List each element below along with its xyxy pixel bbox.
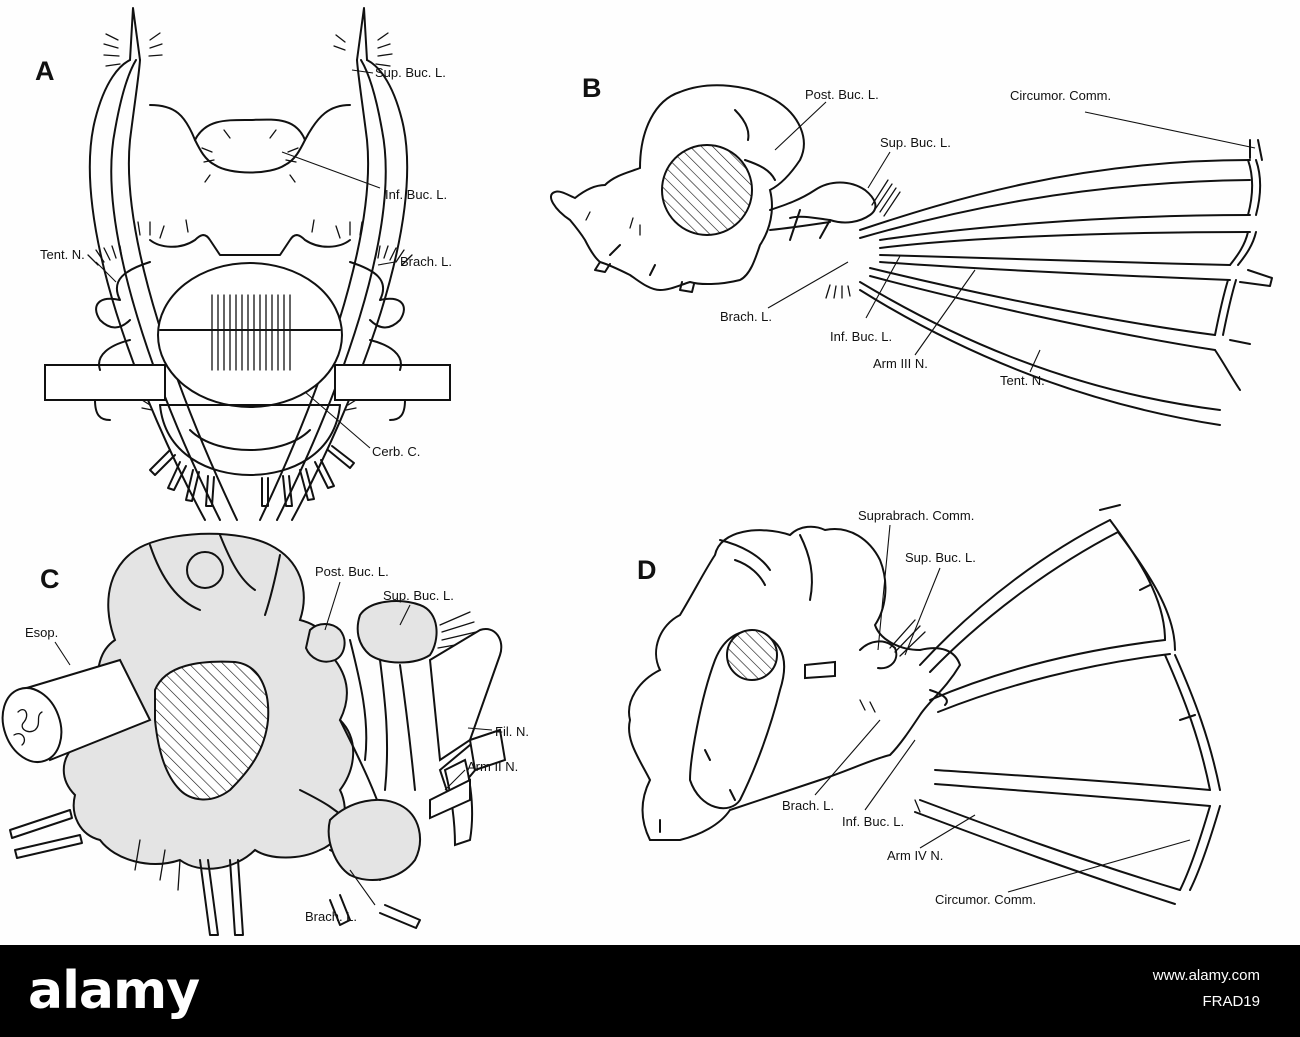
label-c-arm2: Arm II N. <box>467 759 519 774</box>
label-a-brach: Brach. L. <box>400 254 453 269</box>
panel-letter-d: D <box>637 555 657 585</box>
label-d-arm4: Arm IV N. <box>887 848 944 863</box>
label-b-post-buc: Post. Buc. L. <box>805 87 879 102</box>
label-c-fil-n: Fil. N. <box>495 724 529 739</box>
label-a-cerb: Cerb. C. <box>372 444 421 459</box>
label-b-arm3: Arm III N. <box>873 356 928 371</box>
label-d-circumor: Circumor. Comm. <box>935 892 1037 907</box>
label-d-inf-buc: Inf. Buc. L. <box>842 814 905 829</box>
diagram-drawing <box>1 7 1273 936</box>
footer-bar: alamy www.alamy.com FRAD19 <box>0 945 1300 1037</box>
panel-c-drawing <box>1 532 507 936</box>
label-d-suprabrach: Suprabrach. Comm. <box>858 508 975 523</box>
label-b-sup-buc: Sup. Buc. L. <box>880 135 951 150</box>
label-a-inf-buc: Inf. Buc. L. <box>385 187 448 202</box>
stock-link[interactable]: www.alamy.com <box>1152 967 1260 984</box>
leader-lines <box>54 69 1256 906</box>
label-b-inf-buc: Inf. Buc. L. <box>830 329 893 344</box>
panel-b-drawing <box>550 84 1273 426</box>
label-c-post-buc: Post. Buc. L. <box>315 564 389 579</box>
label-c-sup-buc: Sup. Buc. L. <box>383 588 454 603</box>
label-c-brach: Brach. L. <box>305 909 358 924</box>
label-d-brach: Brach. L. <box>782 798 835 813</box>
panel-letter-c: C <box>40 564 60 594</box>
label-b-circumor: Circumor. Comm. <box>1010 88 1112 103</box>
label-d-sup-buc: Sup. Buc. L. <box>905 550 976 565</box>
label-a-tent-n: Tent. N. <box>40 247 85 262</box>
panel-letter-a: A <box>35 56 55 86</box>
brand-logo[interactable]: alamy <box>28 961 200 1021</box>
panel-letter-b: B <box>582 73 602 103</box>
label-b-tent-n: Tent. N. <box>1000 373 1045 388</box>
figure: A B C D Sup. Buc. L. Inf. Buc. L. Tent. … <box>1 7 1273 936</box>
panel-a-drawing <box>44 7 451 521</box>
panel-d-drawing <box>628 504 1221 905</box>
label-a-sup-buc: Sup. Buc. L. <box>375 65 446 80</box>
label-b-brach: Brach. L. <box>720 309 773 324</box>
label-c-esop: Esop. <box>25 625 59 640</box>
image-id: FRAD19 <box>1202 993 1260 1010</box>
